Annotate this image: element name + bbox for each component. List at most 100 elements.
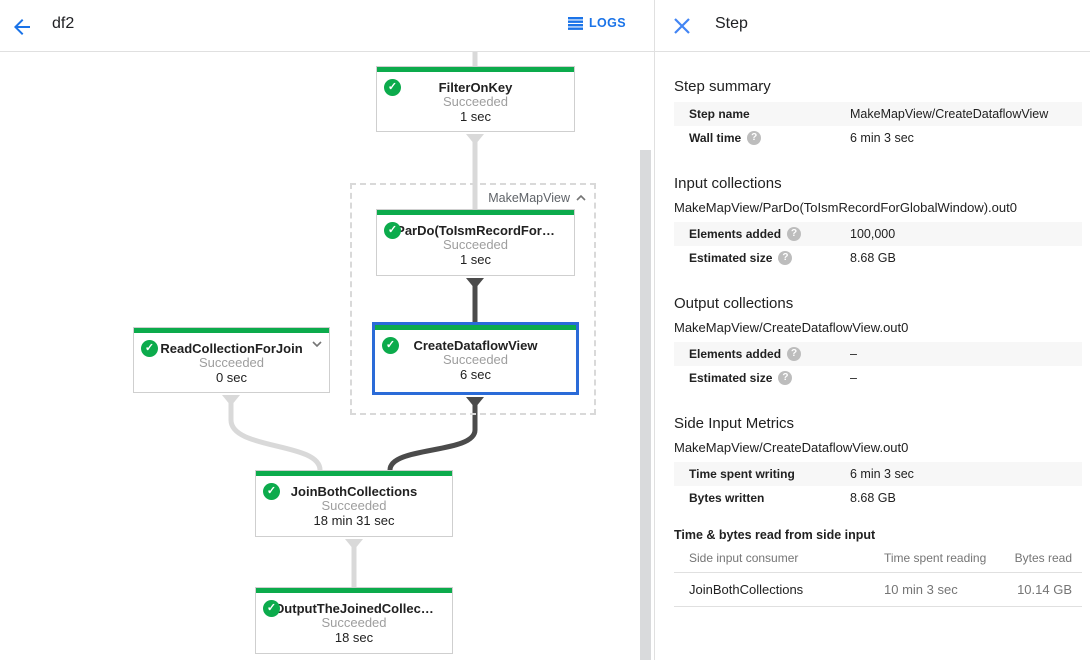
node-time: 6 sec — [459, 367, 492, 382]
metric-value: 6 min 3 sec — [850, 467, 914, 481]
success-check-icon: ✓ — [382, 337, 399, 354]
cell-time-reading: 10 min 3 sec — [884, 572, 992, 607]
job-title: df2 — [52, 15, 75, 32]
node-time: 0 sec — [215, 370, 248, 385]
success-check-icon: ✓ — [384, 222, 401, 239]
node-pardo-toismrecord[interactable]: ✓ ParDo(ToIsmRecordFor… Succeeded 1 sec — [376, 209, 575, 276]
metric-value: MakeMapView/CreateDataflowView — [850, 107, 1049, 121]
chevron-up-icon — [576, 195, 586, 201]
node-title: JoinBothCollections — [290, 484, 418, 499]
metric-row: Step name MakeMapView/CreateDataflowView — [674, 102, 1082, 126]
node-time: 18 min 31 sec — [313, 513, 395, 528]
node-time: 18 sec — [334, 630, 374, 645]
node-status: Succeeded — [321, 615, 387, 630]
section-heading-input-collections: Input collections — [674, 175, 782, 192]
panel-body: Step summary Step name MakeMapView/Creat… — [655, 78, 1090, 607]
node-filteronkey[interactable]: ✓ FilterOnKey Succeeded 1 sec — [376, 66, 575, 132]
node-title: CreateDataflowView — [413, 338, 538, 353]
metric-label: Wall time ? — [674, 131, 850, 145]
metric-value: 100,000 — [850, 227, 896, 241]
group-label: MakeMapView — [488, 191, 570, 205]
node-title: ParDo(ToIsmRecordFor… — [396, 223, 555, 238]
logs-label: LOGS — [589, 16, 627, 30]
metric-value: 8.68 GB — [850, 251, 896, 265]
metric-label: Time spent writing — [689, 467, 795, 481]
node-status: Succeeded — [442, 352, 509, 367]
metric-value: 8.68 GB — [850, 491, 896, 505]
group-makemapview: MakeMapView — [350, 183, 596, 415]
metric-label: Step name — [689, 107, 750, 121]
graph-scrollbar[interactable] — [640, 150, 651, 660]
node-status: Succeeded — [198, 355, 265, 370]
output-collection-name: MakeMapView/CreateDataflowView.out0 — [674, 320, 909, 335]
side-input-collection-name: MakeMapView/CreateDataflowView.out0 — [674, 440, 909, 455]
input-collection-name: MakeMapView/ParDo(ToIsmRecordForGlobalWi… — [674, 200, 1017, 215]
metric-value: – — [850, 371, 857, 385]
graph-edges — [222, 52, 484, 588]
node-createdataflowview-selected[interactable]: ✓ CreateDataflowView Succeeded 6 sec — [372, 322, 579, 395]
node-title: ReadCollectionForJoin — [160, 341, 303, 356]
group-collapse-toggle[interactable]: MakeMapView — [488, 191, 586, 205]
section-heading-output-collections: Output collections — [674, 295, 794, 312]
node-title: OutputTheJoinedCollec… — [274, 601, 434, 616]
node-time: 1 sec — [459, 109, 492, 124]
close-icon[interactable] — [672, 16, 692, 36]
help-icon[interactable]: ? — [778, 251, 793, 265]
pipeline-graph: MakeMapView ✓ FilterOnKey Succeeded 1 se… — [0, 52, 654, 660]
help-icon[interactable]: ? — [787, 227, 802, 241]
metric-row: Estimated size ? – — [674, 366, 1082, 390]
node-status: Succeeded — [321, 498, 387, 513]
node-status-bar — [377, 210, 574, 215]
table-row[interactable]: JoinBothCollections 10 min 3 sec 10.14 G… — [674, 572, 1082, 607]
col-time-spent-reading: Time spent reading — [884, 545, 992, 573]
metric-label: Elements added ? — [674, 227, 850, 241]
help-icon[interactable]: ? — [787, 347, 802, 361]
node-joinbothcollections[interactable]: ✓ JoinBothCollections Succeeded 18 min 3… — [255, 470, 453, 537]
cell-consumer: JoinBothCollections — [674, 572, 884, 607]
section-heading-step-summary: Step summary — [674, 78, 771, 95]
node-status: Succeeded — [442, 237, 509, 252]
success-check-icon: ✓ — [141, 340, 158, 357]
node-status-bar — [375, 325, 576, 330]
metric-label: Bytes written — [689, 491, 765, 505]
metric-row: Elements added ? 100,000 — [674, 222, 1082, 246]
metric-row: Time spent writing 6 min 3 sec — [674, 462, 1082, 486]
metric-row: Estimated size ? 8.68 GB — [674, 246, 1082, 270]
table-header-row: Side input consumer Time spent reading B… — [674, 545, 1082, 573]
metric-label: Estimated size ? — [674, 371, 850, 385]
metric-label: Estimated size ? — [674, 251, 850, 265]
node-title: FilterOnKey — [438, 80, 513, 95]
cell-bytes-read: 10.14 GB — [992, 572, 1082, 607]
success-check-icon: ✓ — [384, 79, 401, 96]
section-heading-side-input-metrics: Side Input Metrics — [674, 415, 795, 432]
metric-row: Bytes written 8.68 GB — [674, 486, 1082, 510]
col-side-input-consumer: Side input consumer — [674, 545, 884, 573]
metric-row: Wall time ? 6 min 3 sec — [674, 126, 1082, 150]
step-details-panel: Step Step summary Step name MakeMapView/… — [654, 0, 1090, 660]
node-time: 1 sec — [459, 252, 492, 267]
logs-icon — [568, 16, 583, 30]
node-status-bar — [377, 67, 574, 72]
node-status-bar — [134, 328, 329, 333]
side-input-table: Side input consumer Time spent reading B… — [674, 545, 1082, 607]
metric-value: – — [850, 347, 857, 361]
side-table-heading: Time & bytes read from side input — [674, 528, 876, 542]
help-icon[interactable]: ? — [747, 131, 762, 145]
success-check-icon: ✓ — [263, 483, 280, 500]
metric-label: Elements added ? — [674, 347, 850, 361]
node-readcollectionforjoin[interactable]: ✓ ReadCollectionForJoin Succeeded 0 sec — [133, 327, 330, 393]
panel-title: Step — [715, 15, 748, 32]
node-status-bar — [256, 588, 452, 593]
panel-header: Step — [655, 0, 1090, 52]
node-outputthejoinedcollection[interactable]: ✓ OutputTheJoinedCollec… Succeeded 18 se… — [255, 587, 453, 654]
node-status-bar — [256, 471, 452, 476]
metric-value: 6 min 3 sec — [850, 131, 914, 145]
node-expand-toggle[interactable] — [312, 341, 322, 347]
col-bytes-read: Bytes read — [992, 545, 1082, 573]
success-check-icon: ✓ — [263, 600, 280, 617]
logs-button[interactable]: LOGS — [568, 16, 626, 30]
node-status: Succeeded — [442, 94, 509, 109]
back-arrow-icon[interactable] — [10, 15, 34, 39]
help-icon[interactable]: ? — [778, 371, 793, 385]
metric-row: Elements added ? – — [674, 342, 1082, 366]
